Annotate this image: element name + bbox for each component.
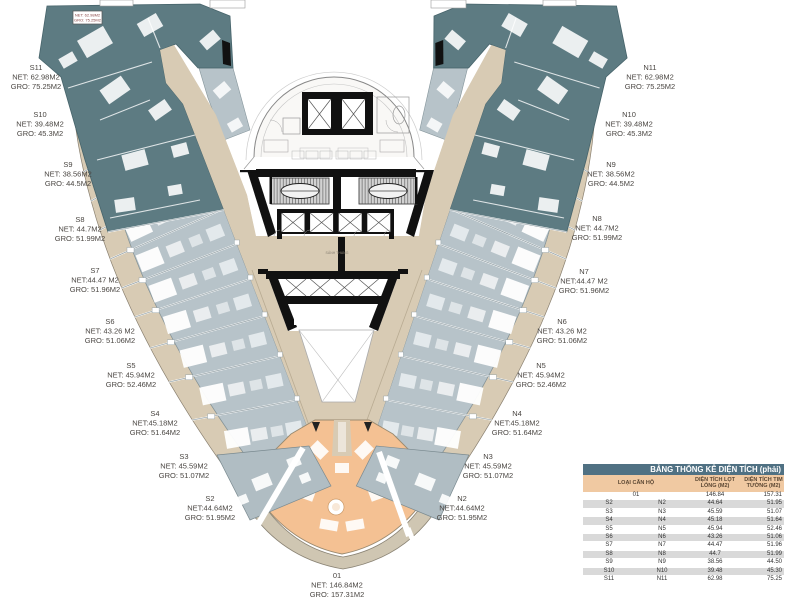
- svg-text:GRO: 44.5M2: GRO: 44.5M2: [588, 179, 634, 188]
- svg-text:GRO: 51.99M2: GRO: 51.99M2: [572, 233, 622, 242]
- svg-text:NET: 38.56M2: NET: 38.56M2: [44, 170, 92, 179]
- svg-text:NET: 62.98M2: NET: 62.98M2: [12, 73, 60, 82]
- svg-text:NET:44.47 M2: NET:44.47 M2: [560, 277, 608, 286]
- svg-text:N11: N11: [643, 63, 656, 72]
- svg-text:GRO: 75.25M2: GRO: 75.25M2: [74, 18, 102, 23]
- svg-text:NET: 43.26 M2: NET: 43.26 M2: [85, 327, 135, 336]
- svg-text:NET:44.64M2: NET:44.64M2: [439, 504, 484, 513]
- svg-text:NET: 45.59M2: NET: 45.59M2: [464, 462, 512, 471]
- svg-text:GRO: 51.95M2: GRO: 51.95M2: [437, 513, 487, 522]
- svg-text:NET: 45.94M2: NET: 45.94M2: [107, 371, 155, 380]
- svg-text:NET:44.64M2: NET:44.64M2: [187, 504, 232, 513]
- svg-text:S9: S9: [63, 160, 72, 169]
- svg-text:N3: N3: [483, 452, 493, 461]
- svg-text:NET: 39.48M2: NET: 39.48M2: [605, 120, 653, 129]
- svg-text:GRO: 51.07M2: GRO: 51.07M2: [463, 471, 513, 480]
- svg-text:GRO: 51.06M2: GRO: 51.06M2: [85, 336, 135, 345]
- svg-text:NET:45.18M2: NET:45.18M2: [494, 419, 539, 428]
- svg-text:NET: 45.94M2: NET: 45.94M2: [517, 371, 565, 380]
- svg-text:N9: N9: [606, 160, 616, 169]
- svg-text:S5: S5: [126, 361, 135, 370]
- svg-text:GRO: 44.5M2: GRO: 44.5M2: [45, 179, 91, 188]
- svg-text:S10: S10: [33, 110, 46, 119]
- svg-text:GRO: 51.95M2: GRO: 51.95M2: [185, 513, 235, 522]
- svg-text:NET: 44.7M2: NET: 44.7M2: [575, 224, 618, 233]
- svg-text:GRO: 51.06M2: GRO: 51.06M2: [537, 336, 587, 345]
- svg-text:S2: S2: [205, 494, 214, 503]
- svg-text:N10: N10: [622, 110, 636, 119]
- svg-text:S7: S7: [90, 266, 99, 275]
- svg-text:S4: S4: [150, 409, 159, 418]
- svg-text:NET: 45.59M2: NET: 45.59M2: [160, 462, 208, 471]
- svg-text:GRO: 51.64M2: GRO: 51.64M2: [130, 428, 180, 437]
- svg-text:GRO: 75.25M2: GRO: 75.25M2: [11, 82, 61, 91]
- svg-text:S8: S8: [75, 215, 84, 224]
- svg-text:N4: N4: [512, 409, 522, 418]
- svg-text:S11: S11: [30, 63, 43, 72]
- svg-text:NET: 44.7M2: NET: 44.7M2: [58, 225, 101, 234]
- svg-text:N6: N6: [557, 317, 567, 326]
- svg-text:NET:44.47 M2: NET:44.47 M2: [71, 276, 119, 285]
- svg-text:NET: 62.98M2: NET: 62.98M2: [626, 73, 674, 82]
- svg-text:NET: 38.56M2: NET: 38.56M2: [587, 170, 635, 179]
- svg-text:GRO: 75.25M2: GRO: 75.25M2: [625, 82, 675, 91]
- svg-text:GRO: 51.96M2: GRO: 51.96M2: [559, 286, 609, 295]
- svg-text:GRO: 45.3M2: GRO: 45.3M2: [606, 129, 652, 138]
- svg-text:SẢNH THANG: SẢNH THANG: [326, 250, 349, 255]
- svg-text:GRO: 157.31M2: GRO: 157.31M2: [310, 590, 365, 598]
- svg-text:NET: 146.84M2: NET: 146.84M2: [311, 581, 363, 590]
- svg-text:GRO: 51.64M2: GRO: 51.64M2: [492, 428, 542, 437]
- svg-text:NET: 43.26 M2: NET: 43.26 M2: [537, 327, 587, 336]
- svg-text:NET:45.18M2: NET:45.18M2: [132, 419, 177, 428]
- svg-text:GRO: 51.99M2: GRO: 51.99M2: [55, 234, 105, 243]
- svg-text:N5: N5: [536, 361, 546, 370]
- svg-text:NET: 62.98M2: NET: 62.98M2: [75, 13, 101, 18]
- svg-text:N8: N8: [592, 214, 602, 223]
- svg-text:GRO: 45.3M2: GRO: 45.3M2: [17, 129, 63, 138]
- svg-text:NET: 39.48M2: NET: 39.48M2: [16, 120, 64, 129]
- svg-text:N2: N2: [457, 494, 467, 503]
- svg-text:GRO: 52.46M2: GRO: 52.46M2: [516, 380, 566, 389]
- svg-text:GRO: 51.07M2: GRO: 51.07M2: [159, 471, 209, 480]
- svg-text:GRO: 51.96M2: GRO: 51.96M2: [70, 285, 120, 294]
- svg-text:N7: N7: [579, 267, 589, 276]
- svg-text:S6: S6: [105, 317, 114, 326]
- svg-text:S3: S3: [179, 452, 188, 461]
- svg-text:GRO: 52.46M2: GRO: 52.46M2: [106, 380, 156, 389]
- svg-text:01: 01: [333, 571, 341, 580]
